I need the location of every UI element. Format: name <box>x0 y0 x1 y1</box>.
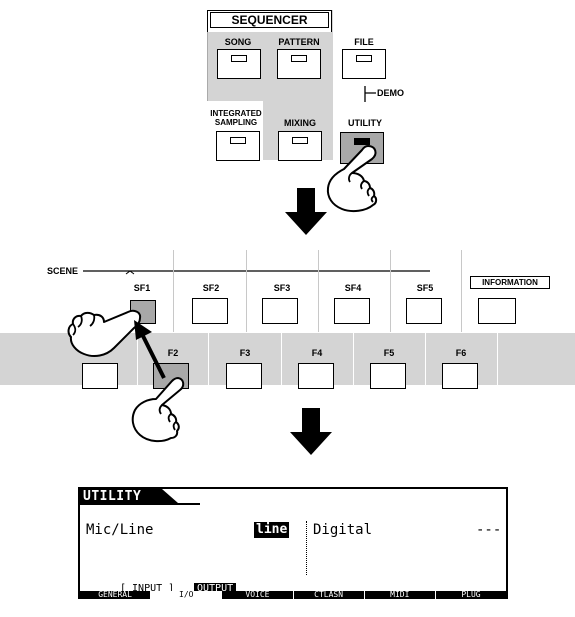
tab-midi[interactable]: MIDI <box>365 591 436 599</box>
tab-voice[interactable]: VOICE <box>222 591 294 599</box>
tab-io[interactable]: I/O <box>151 591 223 599</box>
sf3-label: SF3 <box>273 283 291 293</box>
f5-button[interactable] <box>370 363 406 389</box>
digital-label: Digital <box>313 522 373 538</box>
tab-general[interactable]: GENERAL <box>80 591 152 599</box>
up-left-arrow-icon <box>134 320 166 379</box>
pointing-hand-icon <box>131 377 185 443</box>
scene-bracket <box>83 270 430 275</box>
divider <box>497 333 498 385</box>
information-button[interactable] <box>478 298 516 324</box>
mic-line-label: Mic/Line <box>86 522 154 538</box>
sf2-button[interactable] <box>192 298 228 324</box>
utility-led <box>354 138 370 145</box>
integrated-sampling-button[interactable] <box>216 131 260 161</box>
file-led <box>356 55 372 62</box>
pattern-label: PATTERN <box>278 37 320 47</box>
subtab-input[interactable]: [ INPUT ] <box>120 583 175 594</box>
sf5-label: SF5 <box>416 283 434 293</box>
sf2-label: SF2 <box>202 283 220 293</box>
sequencer-header: SEQUENCER <box>210 12 329 28</box>
divider <box>208 333 209 385</box>
song-label: SONG <box>224 37 252 47</box>
demo-bracket <box>364 86 376 102</box>
divider <box>281 333 282 385</box>
divider <box>461 250 462 332</box>
lcd-tab-bar: GENERAL I/O VOICE CTLASN MIDI PLUG <box>80 591 506 599</box>
divider <box>390 250 391 332</box>
f5-label: F5 <box>383 348 395 358</box>
tab-plug[interactable]: PLUG <box>461 590 481 599</box>
scene-label: SCENE <box>47 266 79 276</box>
f6-button[interactable] <box>442 363 478 389</box>
lcd-title-tab <box>80 489 200 505</box>
divider <box>318 250 319 332</box>
song-led <box>231 55 247 62</box>
tab-ctlasn[interactable]: CTLASN <box>294 591 365 599</box>
lcd-divider <box>306 521 307 575</box>
file-label: FILE <box>354 37 374 47</box>
lcd-screen: UTILITY Mic/Line line Digital --- [ INPU… <box>78 487 508 599</box>
lcd-title: UTILITY <box>83 489 142 504</box>
divider <box>173 250 174 332</box>
divider <box>137 333 138 385</box>
file-button[interactable] <box>342 49 386 79</box>
subtab-output[interactable]: OUTPUT <box>194 583 237 594</box>
f4-button[interactable] <box>298 363 334 389</box>
f6-label: F6 <box>455 348 467 358</box>
divider <box>246 250 247 332</box>
divider <box>353 333 354 385</box>
sf3-button[interactable] <box>262 298 298 324</box>
f3-button[interactable] <box>226 363 262 389</box>
divider <box>425 333 426 385</box>
f1-button[interactable] <box>82 363 118 389</box>
integrated-sampling-label-line1: INTEGRATED <box>210 109 262 118</box>
mixing-button[interactable] <box>278 131 322 161</box>
integrated-sampling-label-line2: SAMPLING <box>214 118 258 127</box>
sf5-button[interactable] <box>406 298 442 324</box>
demo-label: DEMO <box>377 88 404 98</box>
sf4-label: SF4 <box>344 283 362 293</box>
sf1-label: SF1 <box>133 283 151 293</box>
down-arrow-icon <box>285 188 327 235</box>
mixing-led <box>292 137 308 144</box>
pattern-button[interactable] <box>277 49 321 79</box>
digital-value[interactable]: --- <box>476 522 502 538</box>
song-button[interactable] <box>217 49 261 79</box>
pattern-led <box>291 55 307 62</box>
f3-label: F3 <box>239 348 251 358</box>
sf4-button[interactable] <box>334 298 370 324</box>
pointing-hand-icon <box>67 309 142 357</box>
integrated-sampling-led <box>230 137 246 144</box>
f4-label: F4 <box>311 348 323 358</box>
mic-line-value[interactable]: line <box>254 522 290 538</box>
mixing-label: MIXING <box>283 118 316 128</box>
down-arrow-icon <box>290 408 332 455</box>
utility-label: UTILITY <box>348 118 382 128</box>
information-label: INFORMATION <box>470 276 550 289</box>
pointing-hand-icon <box>326 145 378 213</box>
f2-label: F2 <box>167 348 179 358</box>
